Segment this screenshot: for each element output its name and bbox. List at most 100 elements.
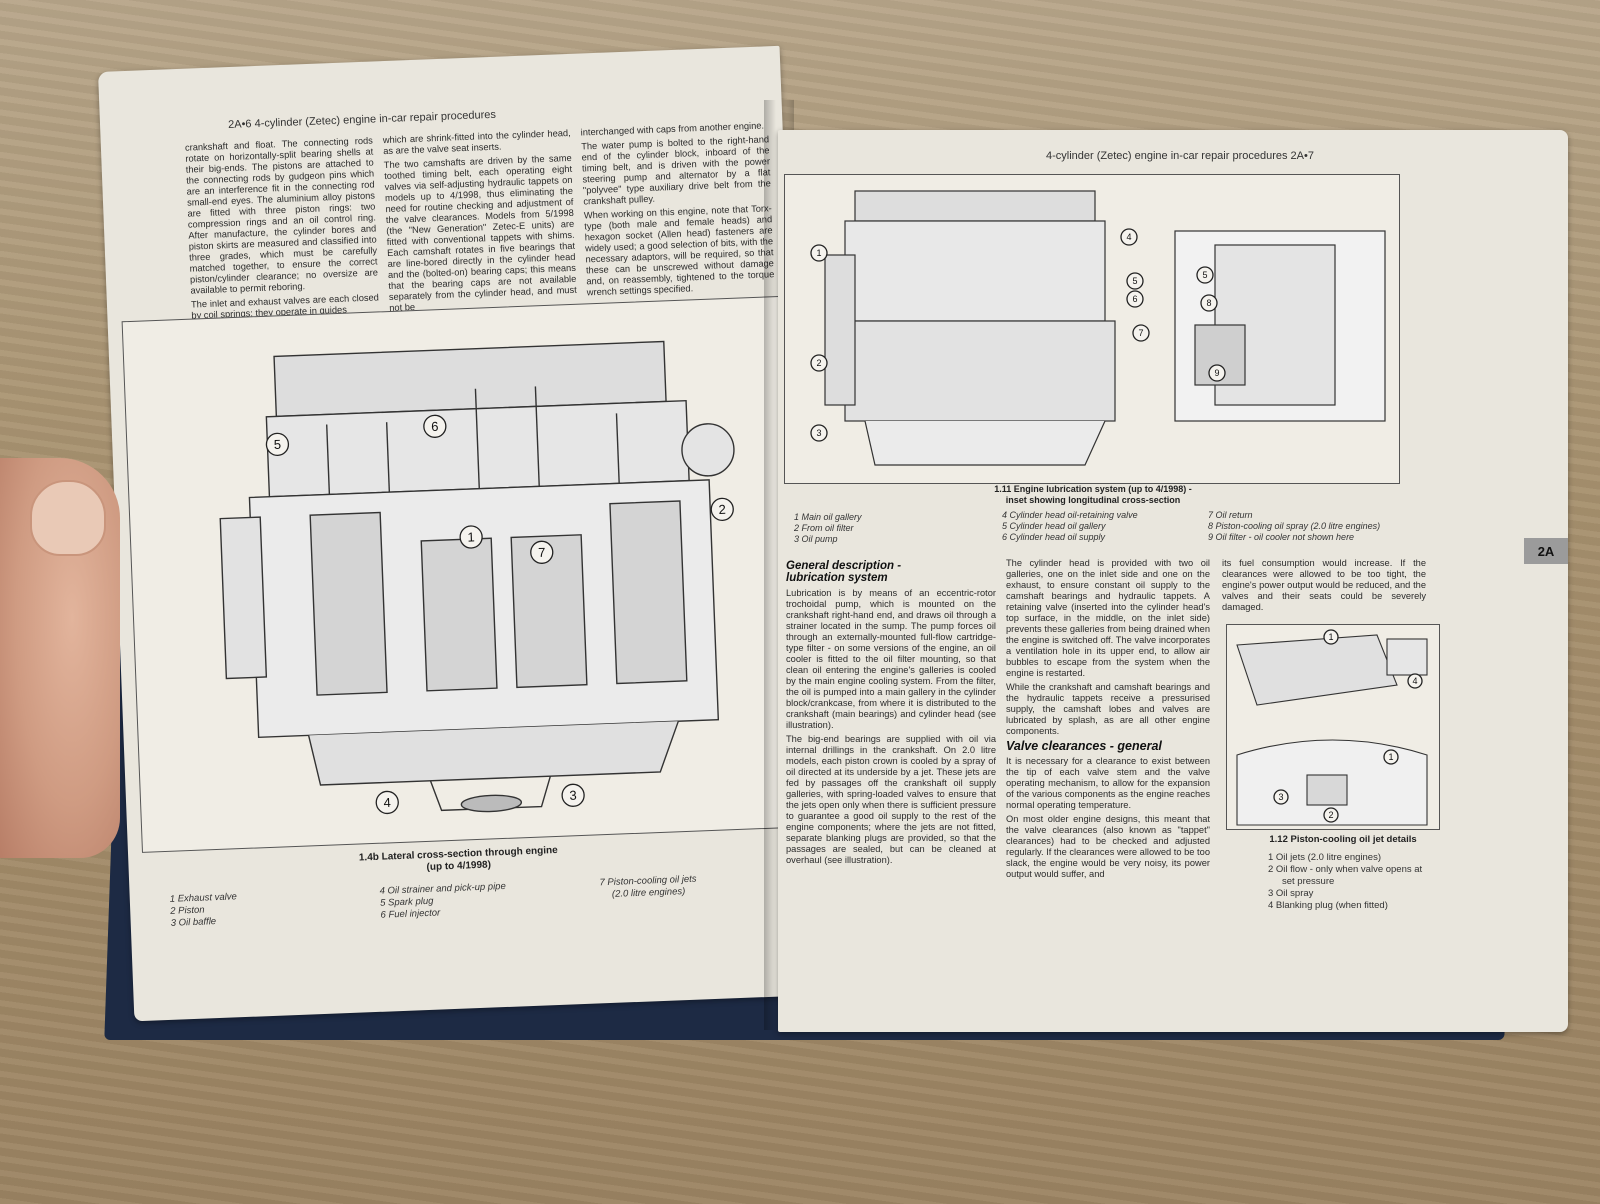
figure-1-11-caption-line1: 1.11 Engine lubrication system (up to 4/…	[994, 484, 1192, 494]
callout-5-inset	[1196, 266, 1214, 284]
legend-item: 3 Oil pump	[794, 534, 838, 544]
callout-2	[1323, 807, 1339, 823]
right-page: 4-cylinder (Zetec) engine in-car repair …	[778, 130, 1568, 1032]
right-col-3-p1: its fuel consumption would increase. If …	[1222, 558, 1426, 612]
right-col-1: General description - lubrication system…	[786, 558, 996, 869]
right-col-1-p1: Lubrication is by means of an eccentric-…	[786, 588, 996, 730]
thumbnail	[30, 480, 106, 556]
callout-4	[1120, 228, 1138, 246]
callout-5	[265, 432, 290, 457]
legend-item: 1 Main oil gallery	[794, 512, 862, 522]
right-col-2-p3: It is necessary for a clearance to exist…	[1006, 756, 1210, 810]
figure-1-4b-legend-col3: 7 Piston-cooling oil jets (2.0 litre eng…	[599, 874, 697, 902]
figure-1-11: 1 2 3 4 5 6 7 5 8 9	[784, 174, 1400, 484]
callout-1	[810, 244, 828, 262]
legend-item: 6 Cylinder head oil supply	[1002, 532, 1106, 542]
legend-item: set pressure	[1282, 876, 1335, 887]
oil-jet-drawing: 1 4 1 2 3	[1236, 629, 1428, 826]
section-tab-2a: 2A	[1524, 538, 1568, 564]
right-col-2-p4: On most older engine designs, this meant…	[1006, 814, 1210, 879]
legend-item: 3 Oil baffle	[170, 916, 217, 929]
callout-1-lower-label: 1	[1388, 752, 1393, 762]
left-col-1-p1: crankshaft and float. The connecting rod…	[184, 135, 379, 296]
section-heading-valve-clearances: Valve clearances - general	[1006, 739, 1162, 753]
figure-1-12-legend: 1 Oil jets (2.0 litre engines) 2 Oil flo…	[1268, 852, 1422, 912]
callout-2-label: 2	[816, 358, 821, 368]
callout-8-label: 8	[1206, 298, 1211, 308]
callout-1	[459, 525, 483, 549]
lubrication-system-drawing: 1 2 3 4 5 6 7 5 8 9	[810, 190, 1386, 466]
left-col-2: which are shrink-fitted into the cylinde…	[383, 128, 578, 317]
figure-1-11-legend-col3: 7 Oil return 8 Piston-cooling oil spray …	[1208, 510, 1380, 543]
callout-4	[375, 790, 399, 815]
legend-item: 8 Piston-cooling oil spray (2.0 litre en…	[1208, 521, 1381, 531]
engine-cross-section-drawing: 5 6 1 2 7 4 3	[219, 340, 735, 815]
right-col-2-p1: The cylinder head is provided with two o…	[1006, 558, 1210, 678]
callout-7	[1132, 324, 1150, 342]
callout-5-label: 5	[1132, 276, 1137, 286]
figure-1-11-legend-col2: 4 Cylinder head oil-retaining valve 5 Cy…	[1002, 510, 1138, 543]
right-col-1-p2: The big-end bearings are supplied with o…	[786, 734, 996, 865]
right-col-2: The cylinder head is provided with two o…	[1006, 558, 1210, 883]
legend-item: 4 Cylinder head oil-retaining valve	[1002, 510, 1138, 520]
callout-4-label: 4	[1126, 232, 1131, 242]
section-heading-lubrication: General description - lubrication system	[786, 560, 996, 584]
left-col-3: interchanged with caps from another engi…	[580, 120, 775, 301]
callout-3-label: 3	[1278, 792, 1283, 802]
left-running-head: 2A•6 4-cylinder (Zetec) engine in-car re…	[227, 108, 497, 132]
callout-3-label: 3	[816, 428, 821, 438]
left-col-1: crankshaft and float. The connecting rod…	[185, 136, 380, 325]
callout-4-label: 4	[383, 795, 391, 810]
figure-1-4b-caption: 1.4b Lateral cross-section through engin…	[328, 844, 589, 878]
callout-9-label: 9	[1214, 368, 1219, 378]
callout-3	[1273, 789, 1289, 805]
right-col-3: its fuel consumption would increase. If …	[1222, 558, 1426, 616]
legend-item: 3 Oil spray	[1268, 888, 1314, 899]
callout-5	[1126, 272, 1144, 290]
left-col-3-p3: When working on this engine, note that T…	[583, 203, 775, 298]
callout-1-label: 1	[467, 529, 475, 544]
callout-3-label: 3	[569, 788, 577, 803]
callout-2-label: 2	[718, 502, 726, 517]
figure-1-12-callouts: 1 4 1 2 3	[1273, 629, 1423, 823]
legend-item: 2 From oil filter	[794, 523, 854, 533]
figure-1-11-legend-col1: 1 Main oil gallery 2 From oil filter 3 O…	[794, 512, 862, 545]
callout-6	[1126, 290, 1144, 308]
figure-1-4b-callouts: 5 6 1 2 7 4 3	[265, 414, 734, 815]
legend-item: 5 Cylinder head oil gallery	[1002, 521, 1106, 531]
callout-6-label: 6	[1132, 294, 1137, 304]
callout-1-label: 1	[1328, 632, 1333, 642]
legend-item: 9 Oil filter - oil cooler not shown here	[1208, 532, 1355, 542]
figure-1-12: 1 4 1 2 3	[1226, 624, 1440, 830]
figure-1-4b: 5 6 1 2 7 4 3	[121, 295, 804, 853]
figure-1-11-callouts: 1 2 3 4 5 6 7 5 8 9	[810, 228, 1226, 442]
figure-1-4b-legend-col2: 4 Oil strainer and pick-up pipe 5 Spark …	[379, 881, 507, 922]
callout-8	[1200, 294, 1218, 312]
callout-3	[810, 424, 828, 442]
legend-item: 4 Blanking plug (when fitted)	[1268, 900, 1388, 911]
left-page: 2A•6 4-cylinder (Zetec) engine in-car re…	[98, 45, 816, 1022]
callout-1-label: 1	[816, 248, 821, 258]
callout-5-inset-label: 5	[1202, 270, 1207, 280]
figure-1-4b-legend-col1: 1 Exhaust valve 2 Piston 3 Oil baffle	[170, 891, 238, 930]
callout-2	[710, 497, 734, 522]
figure-1-11-caption: 1.11 Engine lubrication system (up to 4/…	[958, 484, 1228, 506]
callout-4-label: 4	[1412, 676, 1417, 686]
callout-2	[810, 354, 828, 372]
callout-4	[1407, 673, 1423, 689]
callout-6	[423, 414, 447, 438]
section-heading-lubrication-line2: lubrication system	[786, 572, 888, 584]
callout-6-label: 6	[431, 419, 439, 434]
callout-2-label: 2	[1328, 810, 1333, 820]
callout-3	[561, 783, 585, 807]
callout-7-label: 7	[1138, 328, 1143, 338]
callout-1	[1323, 629, 1339, 645]
left-col-3-p2: The water pump is bolted to the right-ha…	[581, 134, 771, 207]
right-running-head: 4-cylinder (Zetec) engine in-car repair …	[1046, 150, 1314, 162]
legend-item: (2.0 litre engines)	[611, 886, 686, 900]
callout-9	[1208, 364, 1226, 382]
section-heading-lubrication-line1: General description -	[786, 560, 902, 572]
callout-7-label: 7	[538, 545, 546, 560]
left-col-2-p2: The two camshafts are driven by the same…	[383, 152, 577, 313]
legend-item: 7 Oil return	[1208, 510, 1253, 520]
